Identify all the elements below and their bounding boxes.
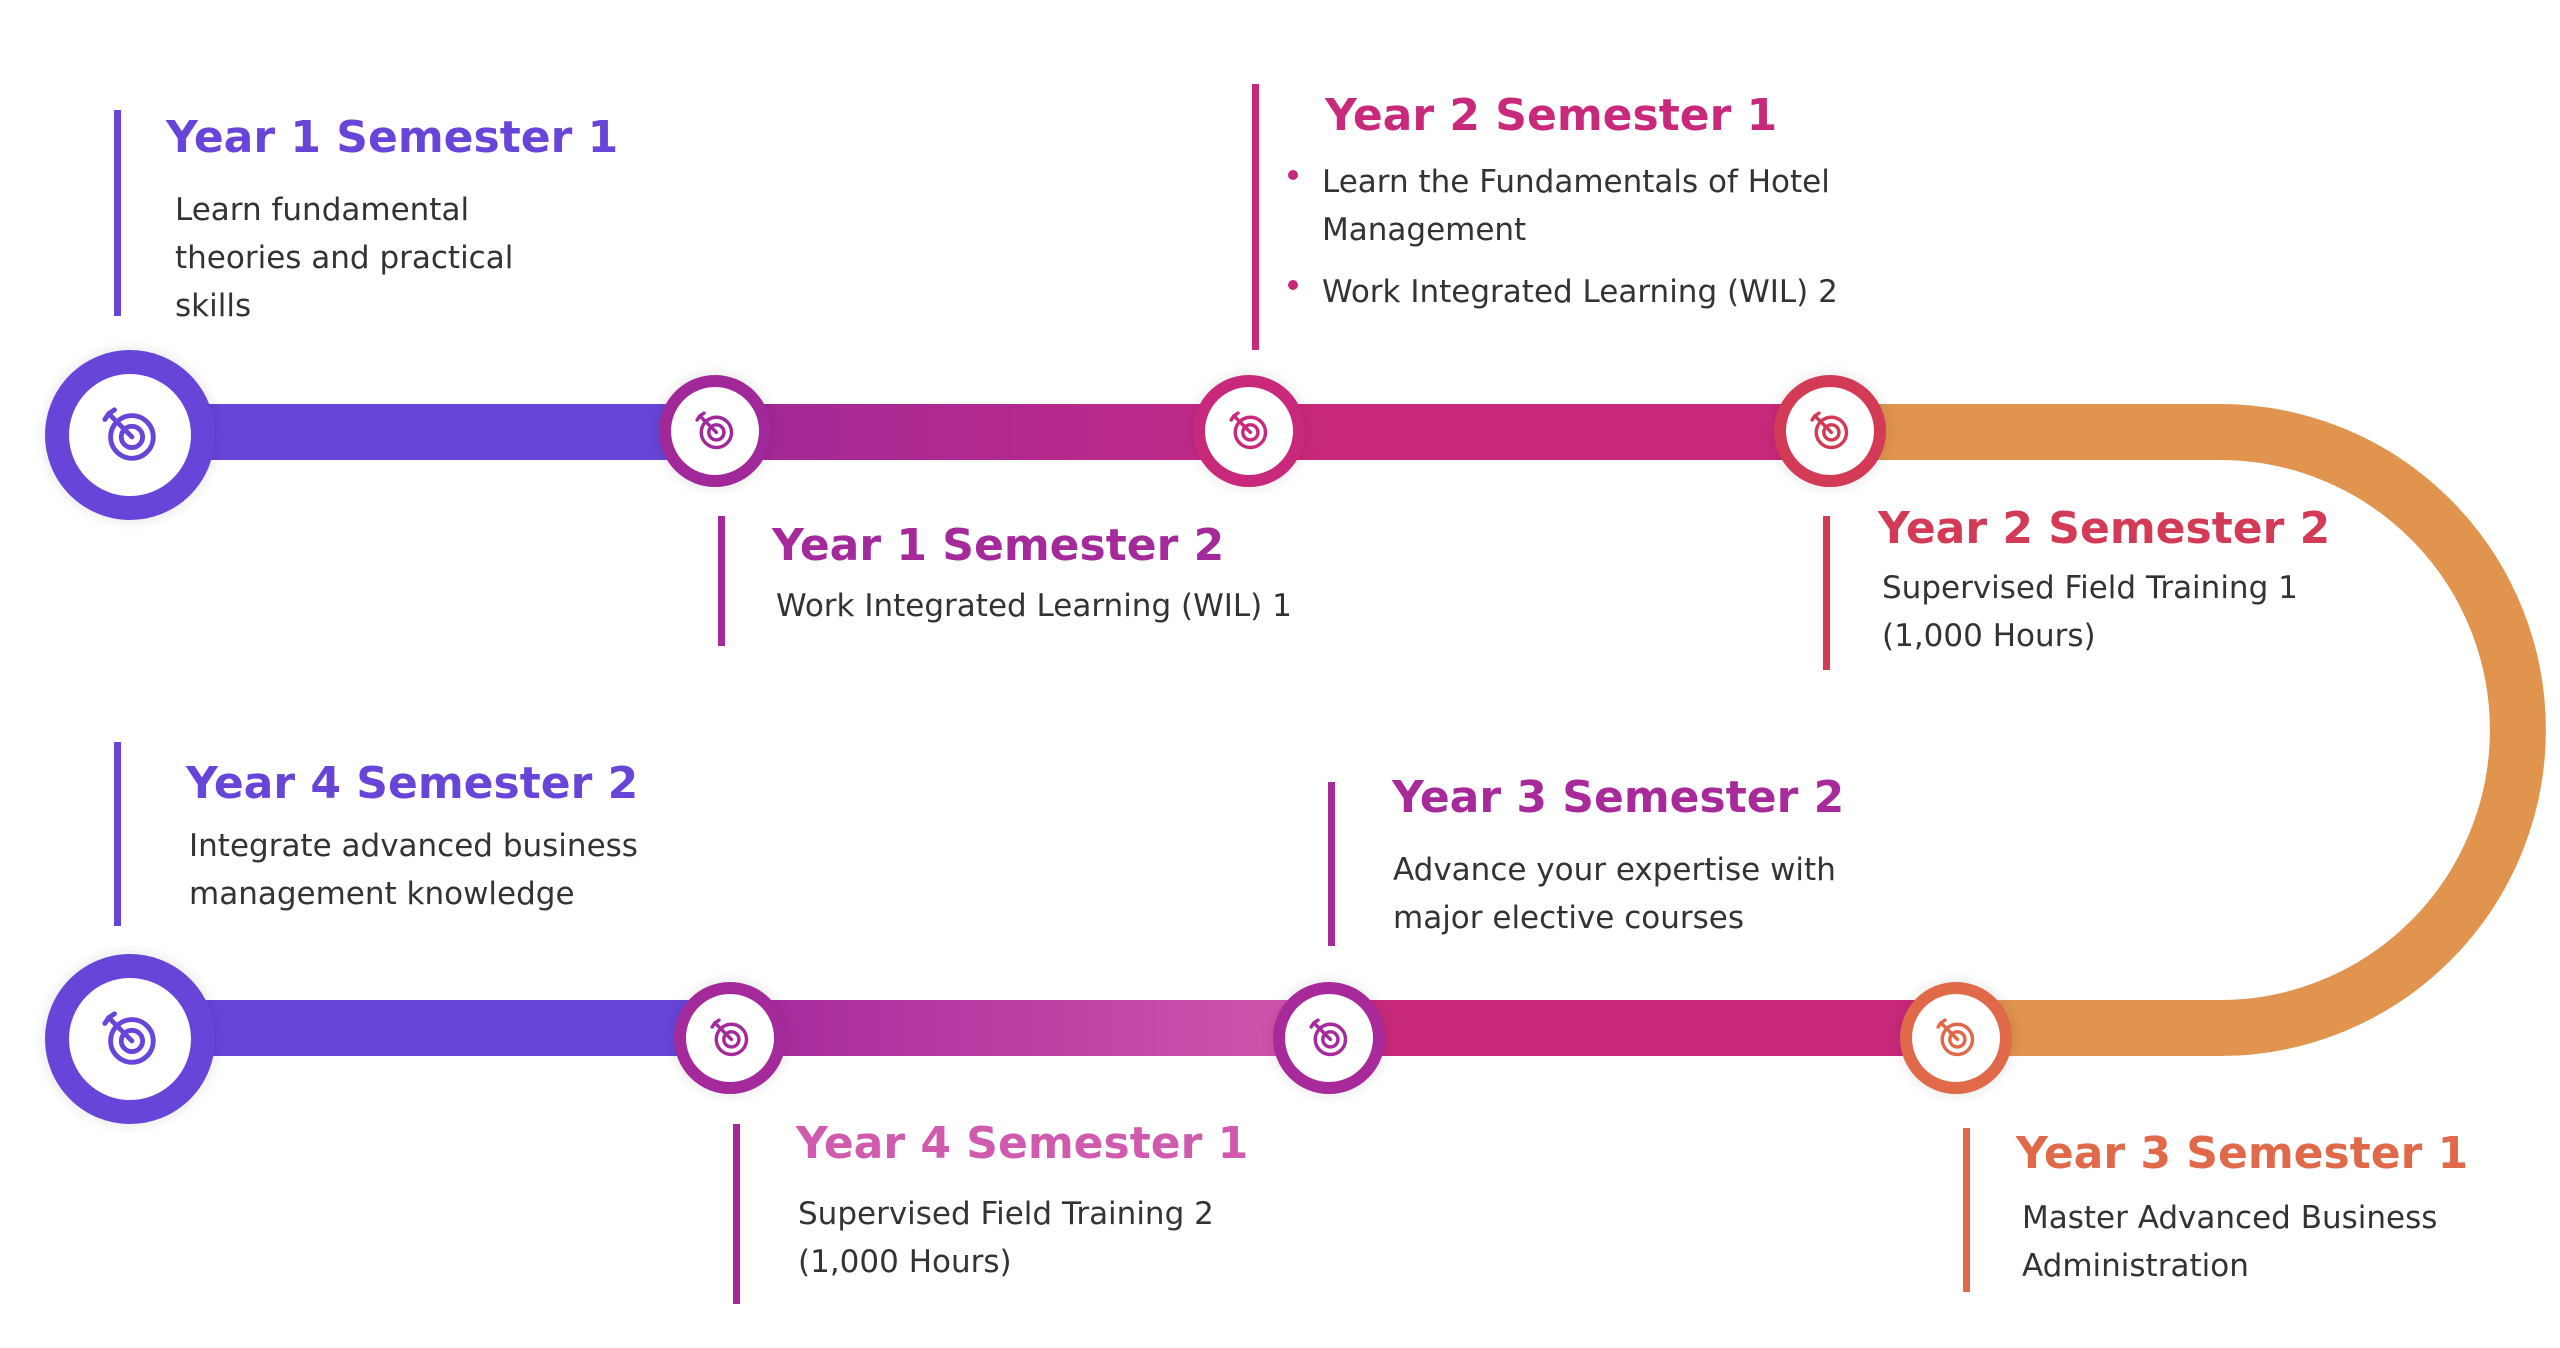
- target-arrow-icon: [102, 1011, 156, 1065]
- track-bottom-segment-3: [1330, 1000, 1960, 1056]
- milestone-desc-y2s2: Supervised Field Training 1 (1,000 Hours…: [1882, 570, 2298, 654]
- track-bottom-segment-2: [736, 1000, 1336, 1056]
- bullet-dot: [1288, 280, 1298, 290]
- target-arrow-icon: [1229, 411, 1268, 450]
- target-arrow-icon: [1309, 1018, 1348, 1057]
- milestone-divider: [733, 1124, 740, 1304]
- milestone-desc-y1s1: Learn fundamental theories and practical…: [175, 192, 514, 324]
- milestone-desc-y4s1: Supervised Field Training 2 (1,000 Hours…: [798, 1196, 1214, 1280]
- milestone-title-y1s1: Year 1 Semester 1: [166, 112, 619, 163]
- milestone-node-start-bottom: [45, 954, 215, 1124]
- milestone-title-y1s2: Year 1 Semester 2: [772, 520, 1225, 571]
- target-arrow-icon: [1936, 1018, 1975, 1057]
- milestone-title-y4s2: Year 4 Semester 2: [186, 758, 639, 809]
- track-top-segment-2: [716, 404, 1256, 460]
- milestone-divider: [114, 742, 121, 926]
- track-top-segment-1: [130, 404, 720, 460]
- milestone-title-y4s1: Year 4 Semester 1: [796, 1118, 1249, 1169]
- milestone-title-y2s1: Year 2 Semester 1: [1325, 90, 1778, 141]
- target-arrow-icon: [102, 407, 156, 461]
- milestone-title-y3s1: Year 3 Semester 1: [2016, 1128, 2469, 1179]
- milestone-node-start-top: [45, 350, 215, 520]
- milestone-desc-y1s2: Work Integrated Learning (WIL) 1: [776, 588, 1292, 624]
- milestone-divider: [1963, 1128, 1970, 1292]
- milestone-desc-y3s1: Master Advanced Business Administration: [2022, 1200, 2438, 1284]
- milestone-divider: [1252, 84, 1259, 350]
- bullet-text: Learn the Fundamentals of Hotel Manageme…: [1322, 164, 1830, 248]
- milestone-bullets-y2s1: Learn the Fundamentals of Hotel Manageme…: [1288, 158, 1848, 330]
- bullet-item: Work Integrated Learning (WIL) 2: [1288, 268, 1848, 316]
- bullet-text: Work Integrated Learning (WIL) 2: [1322, 274, 1838, 310]
- milestone-divider: [1823, 516, 1830, 670]
- milestone-node-y1s2: [659, 375, 771, 487]
- milestone-divider: [1328, 782, 1335, 946]
- milestone-divider: [114, 110, 121, 316]
- bullet-dot: [1288, 170, 1298, 180]
- milestone-node-y2s1: [1193, 375, 1305, 487]
- target-arrow-icon: [695, 411, 734, 450]
- track-top-segment-3: [1250, 404, 1830, 460]
- milestone-desc-y4s2: Integrate advanced business management k…: [189, 828, 638, 912]
- milestone-node-y2s2: [1774, 375, 1886, 487]
- target-arrow-icon: [1810, 411, 1849, 450]
- milestone-node-y3s2: [1273, 982, 1385, 1094]
- milestone-node-y3s1: [1900, 982, 2012, 1094]
- milestone-node-y4s1: [674, 982, 786, 1094]
- target-arrow-icon: [710, 1018, 749, 1057]
- milestone-title-y2s2: Year 2 Semester 2: [1878, 503, 2331, 554]
- milestone-divider: [718, 516, 725, 646]
- track-bottom-segment-1: [130, 1000, 740, 1056]
- bullet-item: Learn the Fundamentals of Hotel Manageme…: [1288, 158, 1848, 254]
- milestone-desc-y3s2: Advance your expertise with major electi…: [1393, 852, 1836, 936]
- milestone-title-y3s2: Year 3 Semester 2: [1392, 772, 1845, 823]
- track-u-turn: [1830, 404, 2546, 1056]
